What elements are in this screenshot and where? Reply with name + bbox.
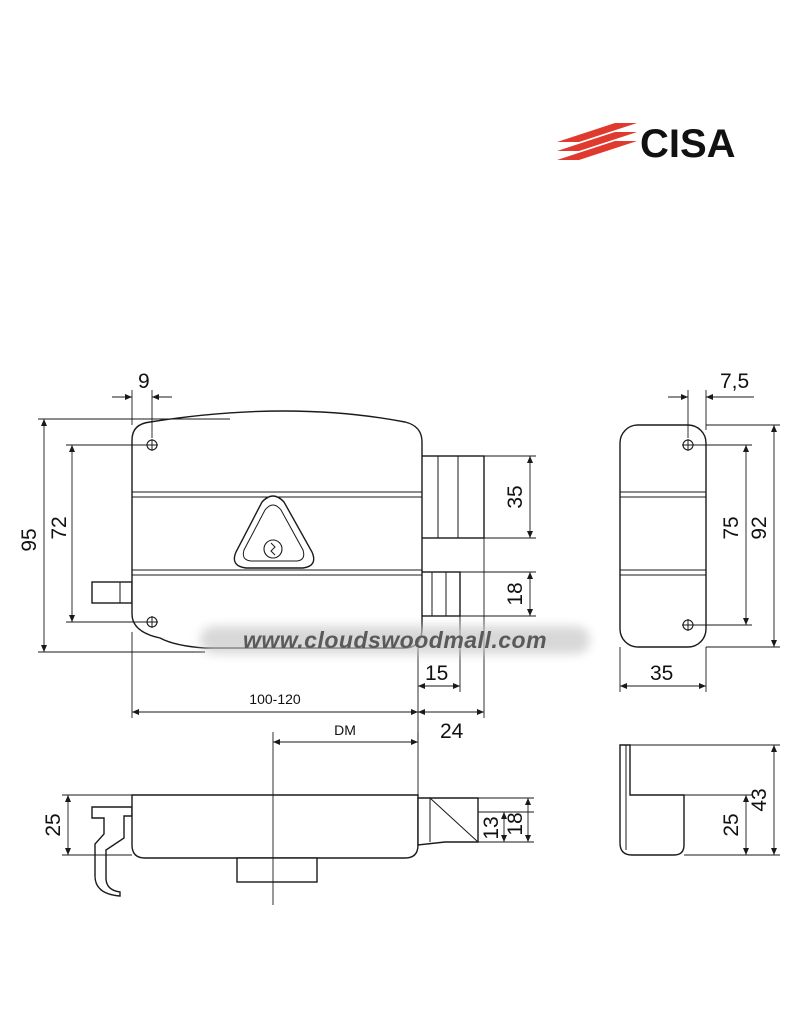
- dim-latch-height: 18: [504, 582, 527, 605]
- side-dim-depth: 35: [650, 662, 673, 685]
- dim-bolt-height: 35: [504, 485, 527, 508]
- side-dim-hole-offset: 7,5: [720, 370, 749, 393]
- top-latch: [417, 797, 479, 846]
- top-view: DM 25 13 18: [42, 722, 534, 905]
- top-body: [131, 794, 419, 859]
- hook-lever: [91, 806, 133, 897]
- side-screw-hole-bottom: [682, 619, 694, 631]
- side-dim-height: 92: [748, 516, 771, 539]
- watermark: www.cloudswoodmall.com: [200, 626, 590, 654]
- dim-latch-projection: 15: [425, 662, 448, 685]
- dim-bolt-projection: 24: [440, 720, 464, 743]
- side-dim-hole-spacing: 75: [720, 516, 743, 539]
- front-view: 9 95 72 35 18 15 100-120 24: [18, 370, 536, 743]
- end-dim-body-depth: 25: [720, 813, 743, 836]
- latch: [417, 571, 461, 617]
- dim-overall-height: 95: [18, 528, 41, 551]
- side-screw-hole-top: [682, 439, 694, 451]
- end-view: 25 43: [619, 744, 780, 856]
- brand-name: CISA: [640, 122, 736, 166]
- side-profile: [619, 424, 707, 648]
- keyhole-escutcheon-icon: [233, 495, 315, 569]
- top-dim-latch-a: 13: [480, 816, 503, 839]
- end-profile: [619, 744, 685, 856]
- side-view: 7,5 75 92 35: [619, 370, 780, 692]
- end-dim-overall-depth: 43: [748, 788, 771, 811]
- screw-hole-bottom: [146, 616, 158, 628]
- dim-backset-label: DM: [334, 722, 356, 738]
- screw-hole-top: [146, 439, 158, 451]
- dim-backset-range: 100-120: [249, 691, 301, 707]
- cylinder: [236, 857, 318, 883]
- watermark-text: www.cloudswoodmall.com: [243, 627, 547, 653]
- top-dim-body-depth: 25: [42, 813, 65, 836]
- dim-hole-spacing: 72: [48, 516, 71, 539]
- cisa-logo-mark-icon: [557, 123, 637, 160]
- dim-hole-offset: 9: [138, 370, 150, 393]
- cisa-logo: CISA: [557, 122, 736, 166]
- top-dim-latch-b: 18: [504, 812, 527, 835]
- release-lever: [91, 581, 133, 604]
- deadbolt: [417, 455, 485, 539]
